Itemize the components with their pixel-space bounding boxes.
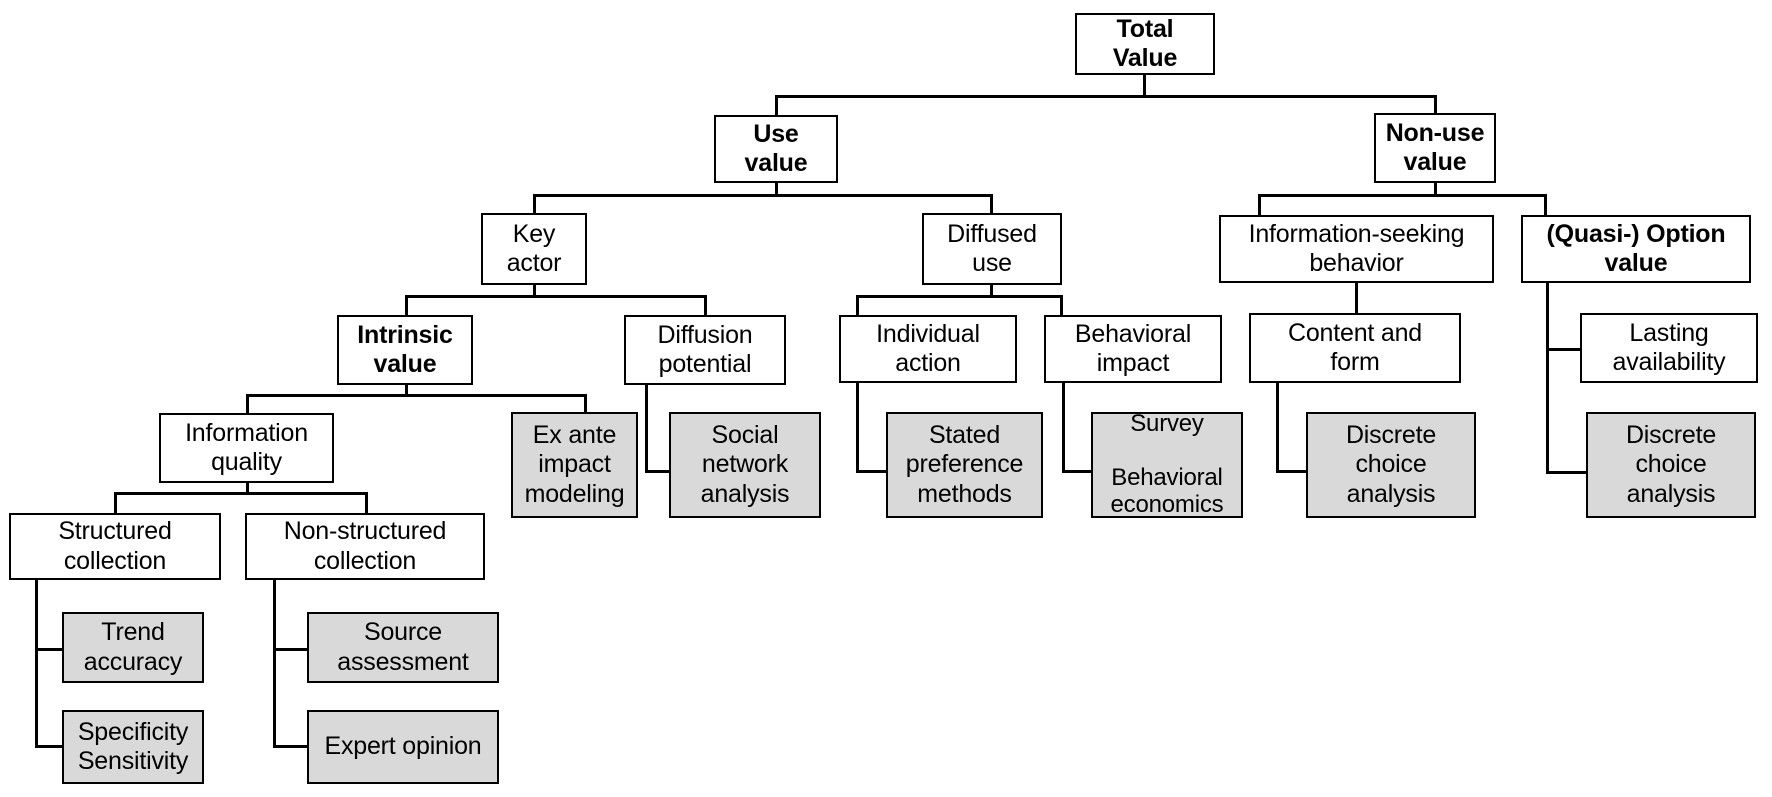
node-expert-opinion[interactable]: Expert opinion xyxy=(307,710,499,784)
node-diffused-use[interactable]: Diffused use xyxy=(922,213,1062,285)
node-non-structured-collection-label: Non-structured collection xyxy=(283,517,447,575)
node-trend-accuracy[interactable]: Trend accuracy xyxy=(62,612,204,683)
node-specificity-sensitivity[interactable]: Specificity Sensitivity xyxy=(62,710,204,784)
node-total-value-label: Total Value xyxy=(1112,14,1178,73)
node-social-network-analysis[interactable]: Social network analysis xyxy=(669,412,821,518)
edge-diffusion-trunk xyxy=(645,385,648,473)
node-stated-preference-methods[interactable]: Stated preference methods xyxy=(886,412,1043,518)
edge-nonuse-down xyxy=(1434,183,1437,196)
edge-to-non-structured xyxy=(365,492,368,514)
node-expert-opinion-label: Expert opinion xyxy=(324,732,482,761)
node-information-seeking-behavior-label: Information-seeking behavior xyxy=(1248,219,1465,278)
edge-to-behavioral-impact xyxy=(1060,295,1063,315)
edge-intrinsic-bus xyxy=(246,394,587,397)
edge-use-bus xyxy=(533,194,993,197)
edge-content-trunk xyxy=(1276,383,1279,473)
node-content-and-form[interactable]: Content and form xyxy=(1249,313,1461,383)
node-source-assessment[interactable]: Source assessment xyxy=(307,612,499,683)
node-specificity-sensitivity-label: Specificity Sensitivity xyxy=(77,717,189,776)
node-information-seeking-behavior[interactable]: Information-seeking behavior xyxy=(1219,215,1494,283)
edge-structured-trunk xyxy=(35,580,38,748)
node-survey-behavioral-economics[interactable]: Survey Behavioral economics xyxy=(1091,410,1243,518)
node-survey-behavioral-economics-label: Survey Behavioral economics xyxy=(1110,410,1224,518)
node-key-actor-label: Key actor xyxy=(506,219,562,278)
edge-quasi-trunk xyxy=(1546,283,1549,473)
edge-diffuseduse-bus xyxy=(856,295,1063,298)
node-structured-collection-label: Structured collection xyxy=(58,517,172,575)
edge-use-down xyxy=(775,183,778,196)
edge-infoquality-bus xyxy=(114,492,368,495)
node-discrete-choice-analysis-left-label: Discrete choice analysis xyxy=(1345,420,1437,508)
node-lasting-availability[interactable]: Lasting availability xyxy=(1580,313,1758,383)
node-diffused-use-label: Diffused use xyxy=(947,219,1037,278)
node-behavioral-impact[interactable]: Behavioral impact xyxy=(1044,315,1222,383)
edge-nonstructured-to-expert xyxy=(273,745,310,748)
node-non-use-value[interactable]: Non-use value xyxy=(1374,113,1496,183)
node-source-assessment-label: Source assessment xyxy=(337,618,469,676)
edge-nonstructured-to-source xyxy=(273,648,310,651)
node-non-structured-collection[interactable]: Non-structured collection xyxy=(245,513,485,580)
edge-to-diffusion-potential xyxy=(704,295,707,315)
node-discrete-choice-analysis-right[interactable]: Discrete choice analysis xyxy=(1586,412,1756,518)
node-ex-ante-impact-modeling[interactable]: Ex ante impact modeling xyxy=(511,412,638,518)
node-social-network-analysis-label: Social network analysis xyxy=(700,420,790,508)
edge-quasi-to-discrete xyxy=(1546,471,1588,474)
node-lasting-availability-label: Lasting availability xyxy=(1612,318,1726,377)
node-content-and-form-label: Content and form xyxy=(1287,318,1423,377)
node-individual-action-label: Individual action xyxy=(876,319,980,378)
edge-to-intrinsic xyxy=(405,295,408,315)
edge-to-information-quality xyxy=(246,394,249,414)
node-ex-ante-impact-modeling-label: Ex ante impact modeling xyxy=(524,420,625,508)
edge-infoquality-down xyxy=(246,483,249,494)
node-intrinsic-value[interactable]: Intrinsic value xyxy=(337,315,473,385)
node-information-quality[interactable]: Information quality xyxy=(159,413,334,483)
edge-individual-to-stated xyxy=(856,470,889,473)
node-non-use-value-label: Non-use value xyxy=(1385,118,1485,177)
node-total-value[interactable]: Total Value xyxy=(1075,13,1215,75)
node-discrete-choice-analysis-left[interactable]: Discrete choice analysis xyxy=(1306,412,1476,518)
edge-to-structured xyxy=(114,492,117,514)
node-behavioral-impact-label: Behavioral impact xyxy=(1074,319,1192,378)
edge-to-quasi-option xyxy=(1544,194,1547,215)
node-quasi-option-value-label: (Quasi-) Option value xyxy=(1546,219,1726,278)
node-diffusion-potential[interactable]: Diffusion potential xyxy=(624,315,786,385)
edge-intrinsic-down xyxy=(405,385,408,396)
node-discrete-choice-analysis-right-label: Discrete choice analysis xyxy=(1625,420,1717,508)
edge-to-ex-ante xyxy=(584,394,587,414)
edge-to-use-value xyxy=(775,95,778,117)
edge-infoseeking-down xyxy=(1355,283,1358,315)
edge-individual-trunk xyxy=(856,383,859,473)
edge-to-non-use-value xyxy=(1434,95,1437,115)
node-individual-action[interactable]: Individual action xyxy=(839,315,1017,383)
edge-to-info-seeking xyxy=(1258,194,1261,215)
edge-nonstructured-trunk xyxy=(273,580,276,748)
edge-quasi-to-lasting xyxy=(1546,348,1582,351)
edge-nonuse-bus xyxy=(1258,194,1547,197)
edge-keyactor-down xyxy=(533,285,536,297)
node-intrinsic-value-label: Intrinsic value xyxy=(357,320,453,379)
edge-diffuseduse-down xyxy=(990,285,993,297)
node-structured-collection[interactable]: Structured collection xyxy=(9,513,221,580)
edge-content-to-discrete xyxy=(1276,470,1309,473)
node-quasi-option-value[interactable]: (Quasi-) Option value xyxy=(1521,215,1751,283)
edge-diffusion-to-sna xyxy=(645,470,671,473)
edge-structured-to-specificity xyxy=(35,745,65,748)
node-information-quality-label: Information quality xyxy=(185,418,308,477)
node-diffusion-potential-label: Diffusion potential xyxy=(657,320,753,379)
node-stated-preference-methods-label: Stated preference methods xyxy=(905,420,1024,508)
edge-to-individual-action xyxy=(856,295,859,315)
edge-structured-to-trend xyxy=(35,648,65,651)
edge-keyactor-bus xyxy=(405,295,707,298)
node-key-actor[interactable]: Key actor xyxy=(481,213,587,285)
node-use-value[interactable]: Use value xyxy=(714,115,838,183)
edge-to-key-actor xyxy=(533,194,536,215)
node-use-value-label: Use value xyxy=(744,119,808,178)
node-trend-accuracy-label: Trend accuracy xyxy=(83,618,183,676)
edge-to-diffused-use xyxy=(990,194,993,215)
edge-total-down xyxy=(1143,75,1146,97)
edge-total-bus xyxy=(775,95,1437,98)
edge-behavioral-to-survey xyxy=(1062,470,1094,473)
edge-behavioral-trunk xyxy=(1062,383,1065,473)
